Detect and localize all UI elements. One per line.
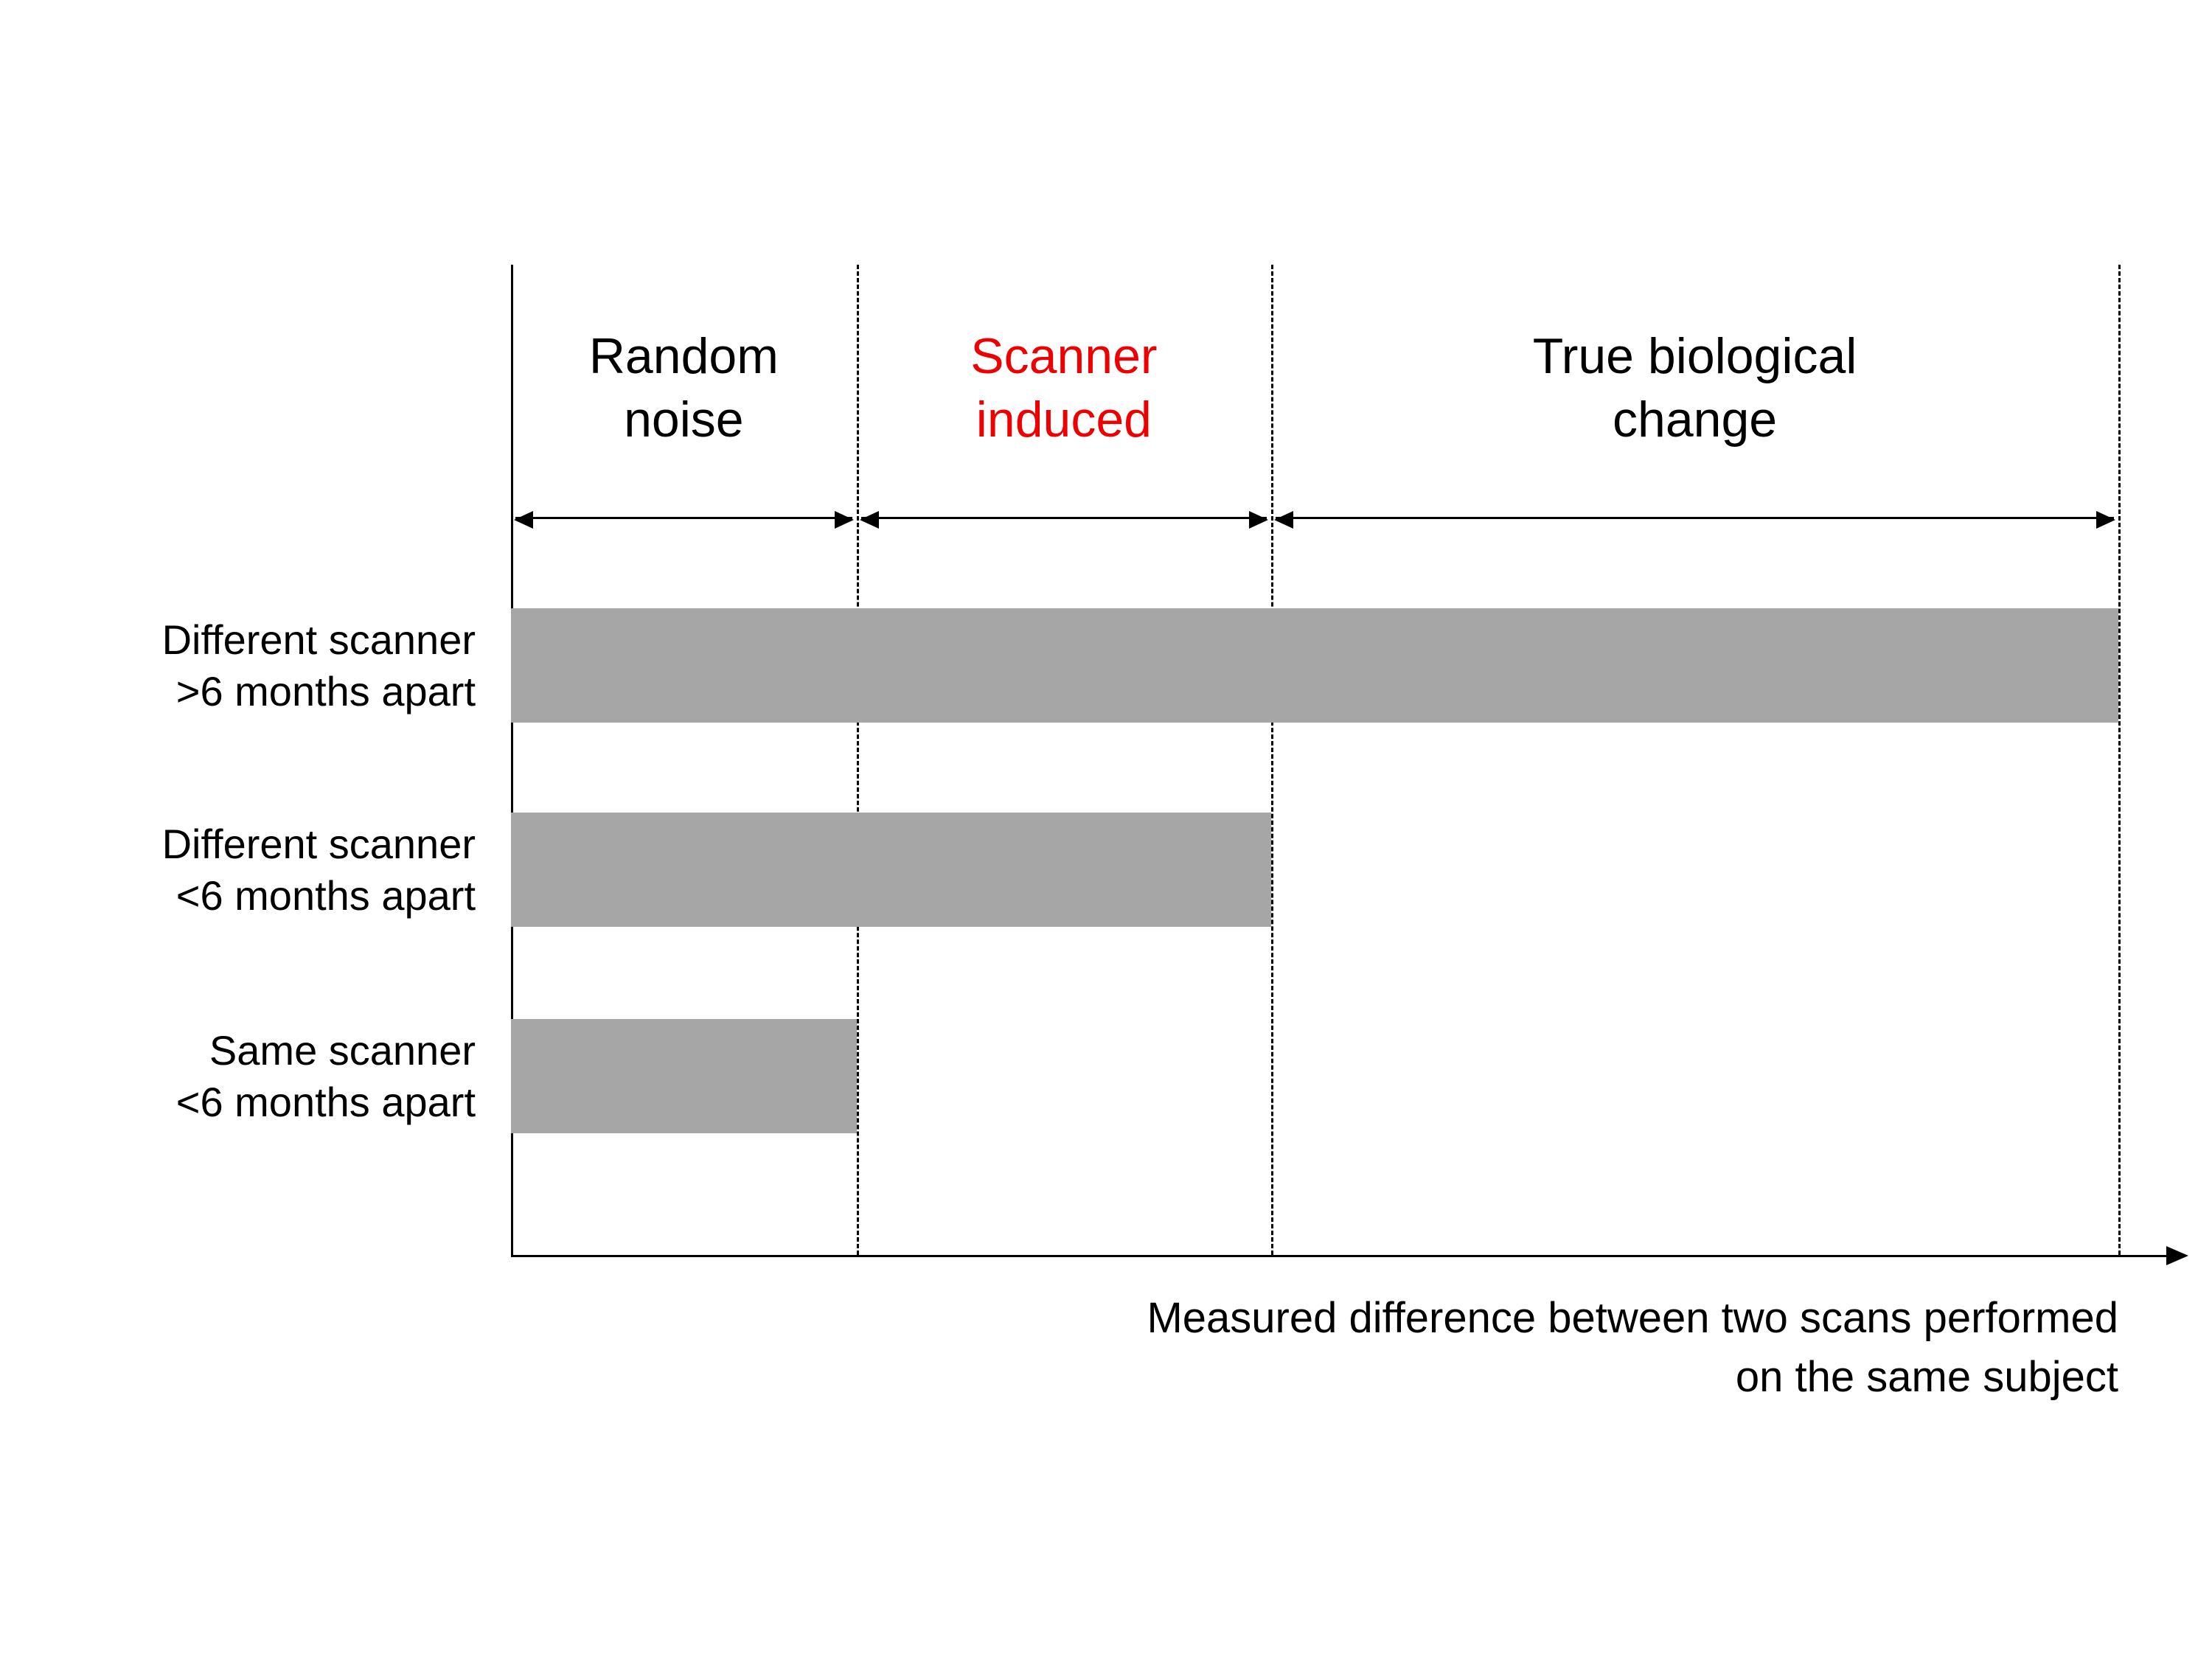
category-label: Same scanner<6 months apart bbox=[0, 1025, 476, 1128]
y-axis-line bbox=[511, 265, 513, 1255]
region-boundary-line bbox=[856, 265, 859, 1255]
region-extent-arrow bbox=[859, 511, 1269, 529]
region-title-line: change bbox=[1613, 392, 1778, 448]
arrowhead-right-icon bbox=[834, 511, 854, 529]
region-title: Scanner induced bbox=[970, 324, 1157, 451]
category-label-line: Different scanner bbox=[161, 616, 476, 663]
x-axis-arrowhead-icon bbox=[2166, 1246, 2188, 1265]
region-title: Random noise bbox=[589, 324, 779, 451]
region-boundary-line bbox=[1271, 265, 1274, 1255]
category-label-line: <6 months apart bbox=[175, 872, 476, 919]
x-axis-label-line2: on the same subject bbox=[1735, 1353, 2118, 1401]
category-label-line: >6 months apart bbox=[175, 667, 476, 714]
region-title: True biological change bbox=[1533, 324, 1857, 451]
category-bar bbox=[511, 813, 1272, 927]
region-title-line: induced bbox=[975, 392, 1152, 448]
arrowhead-right-icon bbox=[2096, 511, 2115, 529]
region-boundary-line bbox=[2118, 265, 2121, 1255]
region-title-line: True biological bbox=[1532, 328, 1857, 384]
category-label: Different scanner>6 months apart bbox=[0, 614, 476, 717]
region-title-line: Random bbox=[588, 328, 779, 384]
category-bar bbox=[511, 1019, 857, 1133]
x-axis-label: Measured difference between two scans pe… bbox=[590, 1289, 2118, 1407]
category-label-line: <6 months apart bbox=[175, 1078, 476, 1125]
x-axis-line bbox=[511, 1255, 2170, 1257]
arrowhead-left-icon bbox=[859, 511, 879, 529]
category-label-line: Same scanner bbox=[209, 1026, 476, 1074]
category-label-line: Different scanner bbox=[161, 820, 476, 867]
region-title-line: noise bbox=[624, 392, 744, 448]
arrowhead-left-icon bbox=[514, 511, 533, 529]
region-extent-arrow bbox=[514, 511, 854, 529]
x-axis-label-line1: Measured difference between two scans pe… bbox=[1147, 1294, 2118, 1342]
category-bar bbox=[511, 608, 2118, 723]
category-label: Different scanner <6 months apart bbox=[0, 818, 476, 922]
arrowhead-left-icon bbox=[1274, 511, 1294, 529]
arrowhead-right-icon bbox=[1249, 511, 1269, 529]
region-extent-arrow bbox=[1274, 511, 2115, 529]
region-title-line: Scanner bbox=[970, 328, 1158, 384]
